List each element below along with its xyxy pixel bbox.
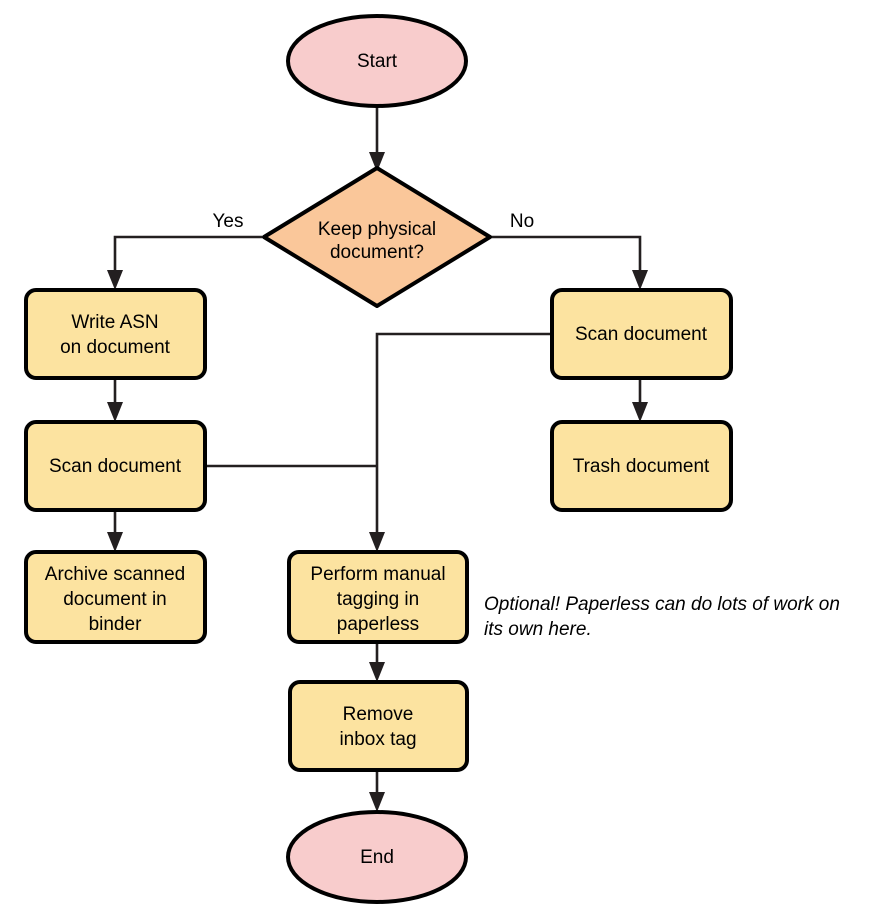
node-trash-document[interactable]: Trash document bbox=[550, 420, 733, 512]
edge-decision-no-to-scan-right bbox=[490, 235, 648, 290]
edge-tagging-to-remove-inbox bbox=[369, 642, 385, 682]
archive-label-line1: Archive scanned bbox=[45, 564, 185, 585]
decision-label-line1: Keep physical bbox=[318, 219, 436, 240]
node-archive-scanned-document[interactable]: Archive scanned document in binder bbox=[24, 550, 207, 644]
node-write-asn[interactable]: Write ASN on document bbox=[24, 288, 207, 380]
edge-label-yes: Yes bbox=[213, 211, 244, 232]
remove-inbox-tag-box[interactable] bbox=[288, 680, 469, 772]
tagging-box[interactable] bbox=[287, 550, 469, 644]
archive-box[interactable] bbox=[24, 550, 207, 644]
edge-start-to-decision bbox=[369, 103, 385, 172]
write-asn-label-line1: Write ASN bbox=[71, 312, 158, 333]
node-remove-inbox-tag[interactable]: Remove inbox tag bbox=[288, 680, 469, 772]
remove-inbox-tag-label-line1: Remove bbox=[343, 704, 414, 725]
edge-decision-yes-to-write-asn bbox=[107, 235, 262, 290]
decision-label-line2: document? bbox=[330, 242, 424, 263]
end-label: End bbox=[360, 847, 394, 868]
write-asn-label-line2: on document bbox=[60, 337, 171, 358]
archive-label-line2: document in bbox=[63, 589, 167, 610]
write-asn-box[interactable] bbox=[24, 288, 207, 380]
tagging-label-line2: tagging in bbox=[337, 589, 419, 610]
remove-inbox-tag-label-line2: inbox tag bbox=[339, 729, 416, 750]
node-perform-manual-tagging[interactable]: Perform manual tagging in paperless bbox=[287, 550, 469, 644]
node-scan-document-right[interactable]: Scan document bbox=[550, 288, 733, 380]
decision-diamond[interactable] bbox=[262, 166, 492, 308]
optional-note: Optional! Paperless can do lots of work … bbox=[484, 594, 840, 640]
archive-label-line3: binder bbox=[89, 614, 142, 635]
start-ellipse[interactable] bbox=[286, 14, 468, 108]
edge-scan-right-to-tagging bbox=[369, 332, 552, 552]
edge-label-no: No bbox=[510, 211, 534, 232]
scan-document-left-label: Scan document bbox=[49, 456, 182, 477]
trash-document-label: Trash document bbox=[573, 456, 710, 477]
node-end[interactable]: End bbox=[286, 810, 468, 904]
edge-write-asn-to-scan-left bbox=[107, 378, 123, 422]
tagging-label-line3: paperless bbox=[337, 614, 419, 635]
node-start[interactable]: Start bbox=[286, 14, 468, 108]
edge-remove-inbox-to-end bbox=[369, 770, 385, 812]
end-ellipse[interactable] bbox=[286, 810, 468, 904]
scan-document-right-box[interactable] bbox=[550, 288, 733, 380]
trash-document-box[interactable] bbox=[550, 420, 733, 512]
scan-document-left-box[interactable] bbox=[24, 420, 207, 512]
start-label: Start bbox=[357, 51, 398, 72]
edge-scan-left-to-archive bbox=[107, 510, 123, 552]
node-scan-document-left[interactable]: Scan document bbox=[24, 420, 207, 512]
tagging-label-line1: Perform manual bbox=[310, 564, 445, 585]
edge-scan-right-to-trash bbox=[632, 378, 648, 422]
node-keep-physical-document[interactable]: Keep physical document? bbox=[262, 166, 492, 308]
scan-document-right-label: Scan document bbox=[575, 324, 708, 345]
